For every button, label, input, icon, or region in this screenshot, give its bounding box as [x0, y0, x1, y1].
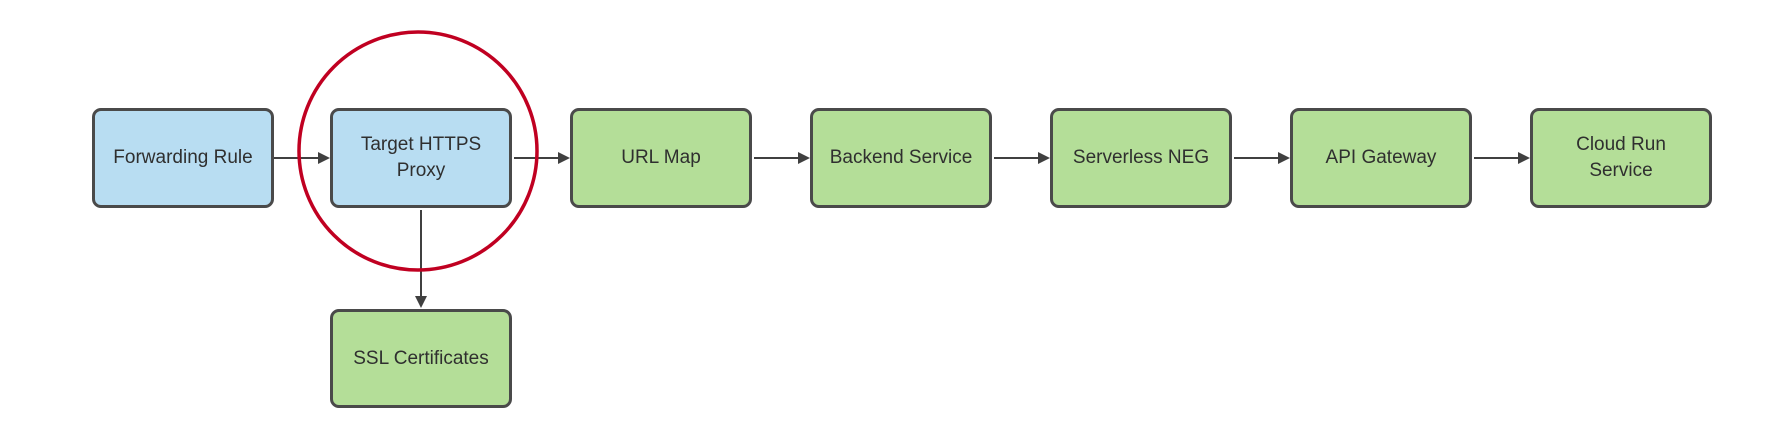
- node-cloud-run-service: Cloud Run Service: [1530, 108, 1712, 208]
- node-ssl-certificates: SSL Certificates: [330, 309, 512, 408]
- node-label: Target HTTPS Proxy: [360, 134, 482, 181]
- node-serverless-neg: Serverless NEG: [1050, 108, 1232, 208]
- node-target-https-proxy: Target HTTPS Proxy: [330, 108, 512, 208]
- node-url-map: URL Map: [570, 108, 752, 208]
- node-forwarding-rule: Forwarding Rule: [92, 108, 274, 208]
- node-label: Serverless NEG: [1072, 147, 1210, 169]
- node-label: Forwarding Rule: [113, 147, 253, 169]
- node-label: Cloud Run Service: [1576, 134, 1666, 181]
- node-label: Backend Service: [829, 147, 973, 169]
- node-label: SSL Certificates: [353, 347, 489, 369]
- node-label: API Gateway: [1325, 147, 1437, 169]
- node-label: URL Map: [621, 147, 701, 169]
- node-backend-service: Backend Service: [810, 108, 992, 208]
- node-api-gateway: API Gateway: [1290, 108, 1472, 208]
- highlight-circle: [297, 30, 539, 272]
